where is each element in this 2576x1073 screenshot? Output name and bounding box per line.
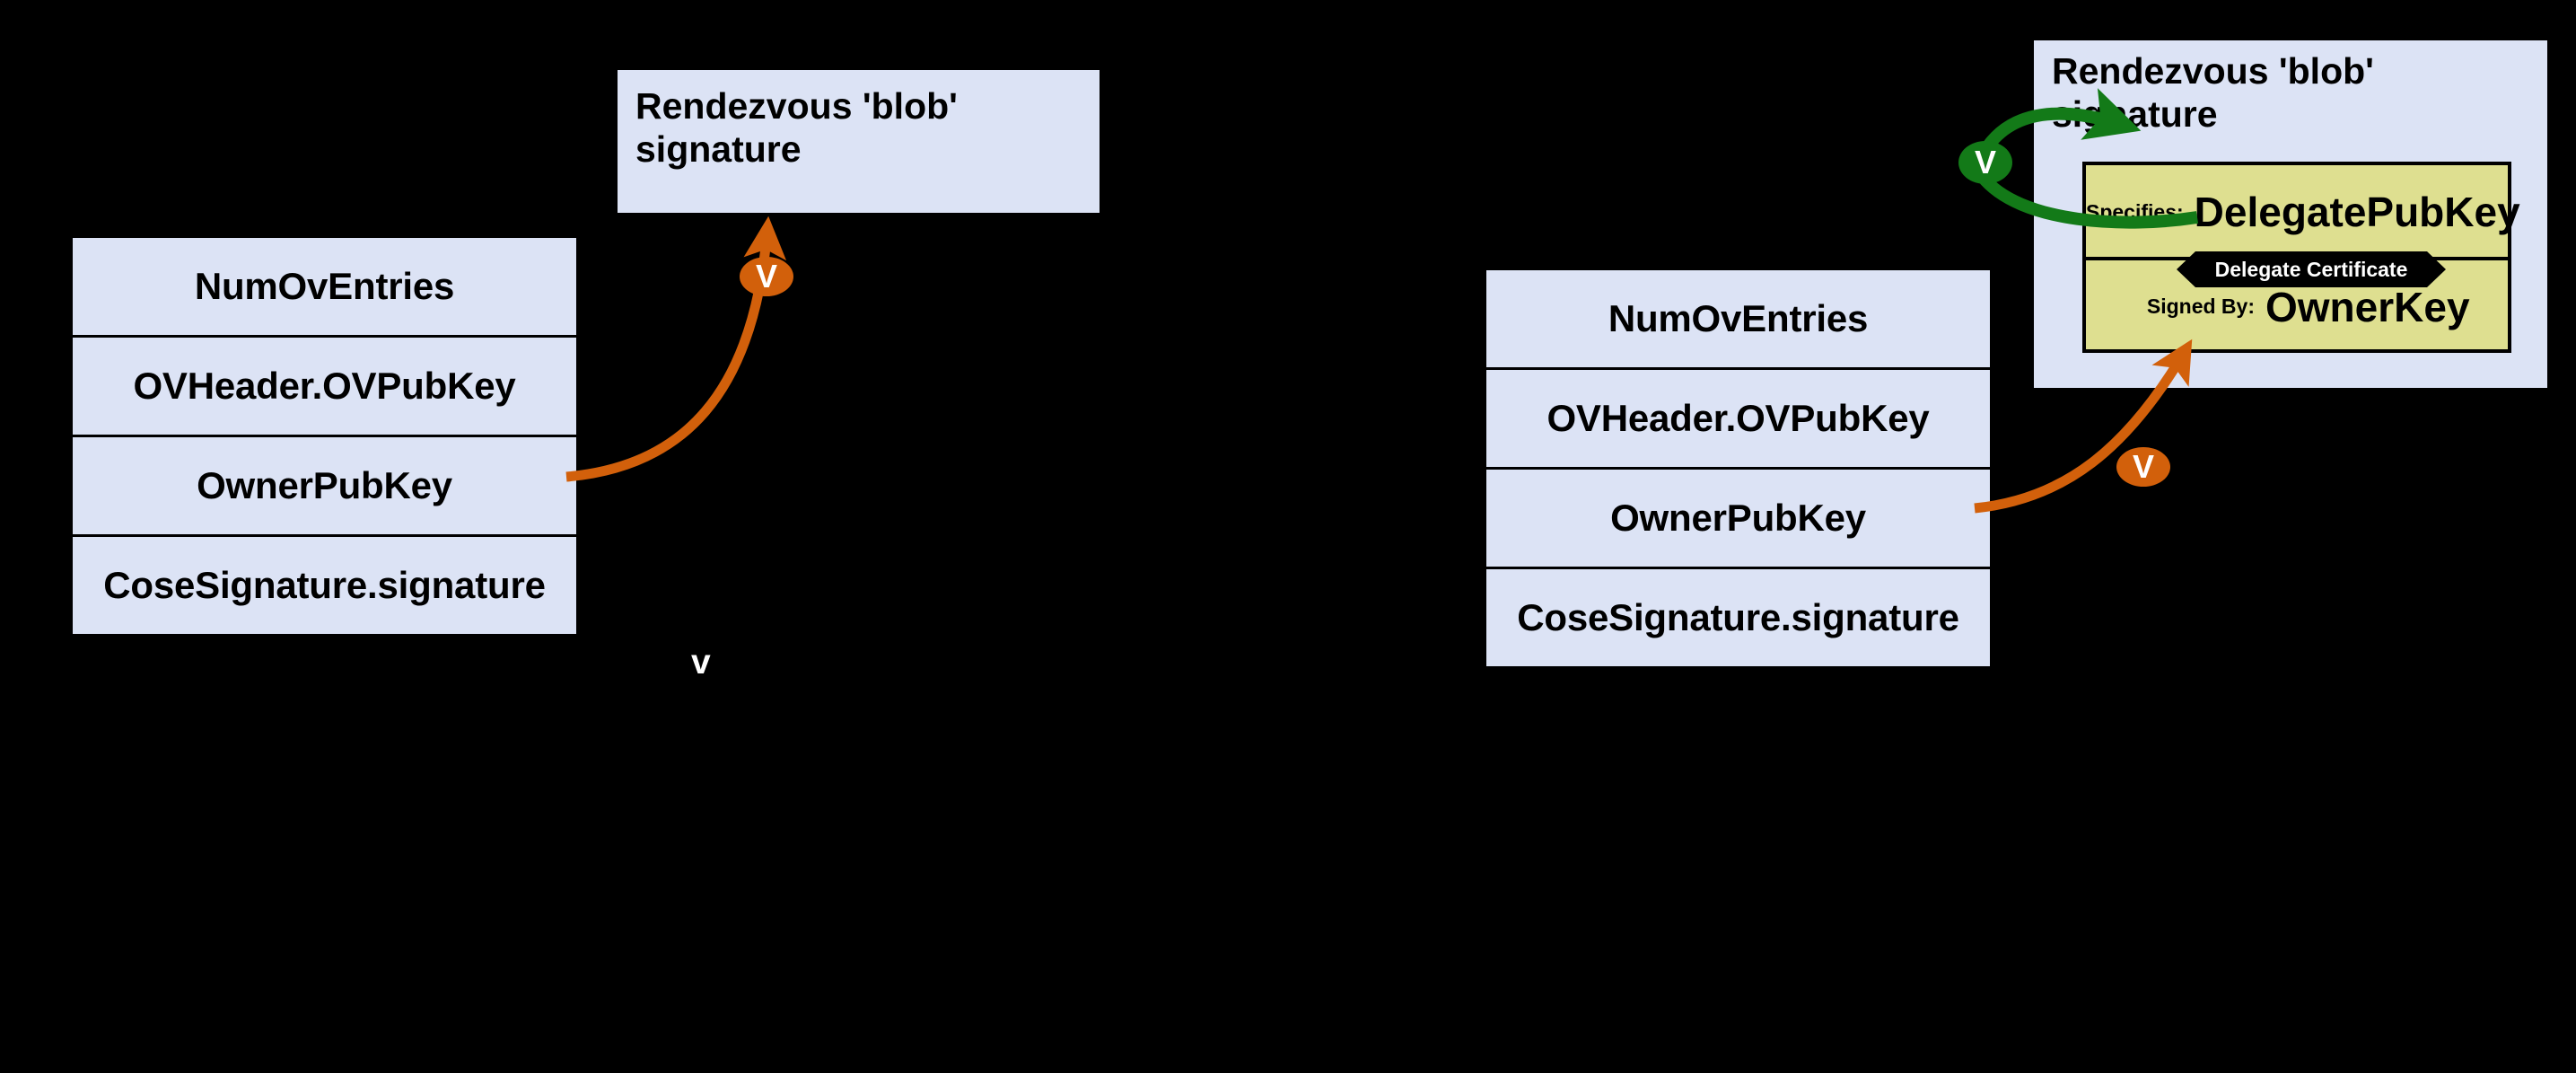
certificate-value-delegate-pubkey: DelegatePubKey [2194, 189, 2520, 235]
table-row: OwnerPubKey [1484, 467, 1993, 569]
table-row: OVHeader.OVPubKey [1484, 367, 1993, 470]
left-owner-to-blob-arrow [565, 215, 787, 482]
certificate-row-specifies: Specifies: DelegatePubKey [2086, 165, 2520, 259]
left-loose-v-label: v [691, 643, 711, 682]
left-verify-badge: V [740, 257, 793, 296]
right-rendezvous-blob-title: Rendezvous 'blob' signature [2052, 50, 2374, 136]
right-verify-badge-delegate: V [1958, 141, 2012, 184]
table-row: CoseSignature.signature [70, 534, 579, 637]
left-rendezvous-blob-title: Rendezvous 'blob' signature [635, 85, 958, 171]
table-row: NumOvEntries [70, 235, 579, 338]
left-rendezvous-blob-box [618, 70, 1100, 213]
right-verify-badge-owner: V [2116, 447, 2170, 487]
right-ov-table: NumOvEntries OVHeader.OVPubKey OwnerPubK… [1484, 268, 1993, 669]
left-ov-table: NumOvEntries OVHeader.OVPubKey OwnerPubK… [70, 235, 579, 637]
certificate-ribbon: Delegate Certificate [2177, 251, 2446, 287]
certificate-value-owner-key: OwnerKey [2265, 283, 2470, 330]
certificate-label-specifies: Specifies: [2086, 199, 2184, 224]
certificate-row-signed-by: Signed By: OwnerKey [2086, 260, 2508, 353]
table-row: NumOvEntries [1484, 268, 1993, 370]
table-row: CoseSignature.signature [1484, 567, 1993, 669]
table-row: OVHeader.OVPubKey [70, 335, 579, 437]
certificate-label-signed-by: Signed By: [2146, 295, 2255, 318]
table-row: OwnerPubKey [70, 435, 579, 537]
